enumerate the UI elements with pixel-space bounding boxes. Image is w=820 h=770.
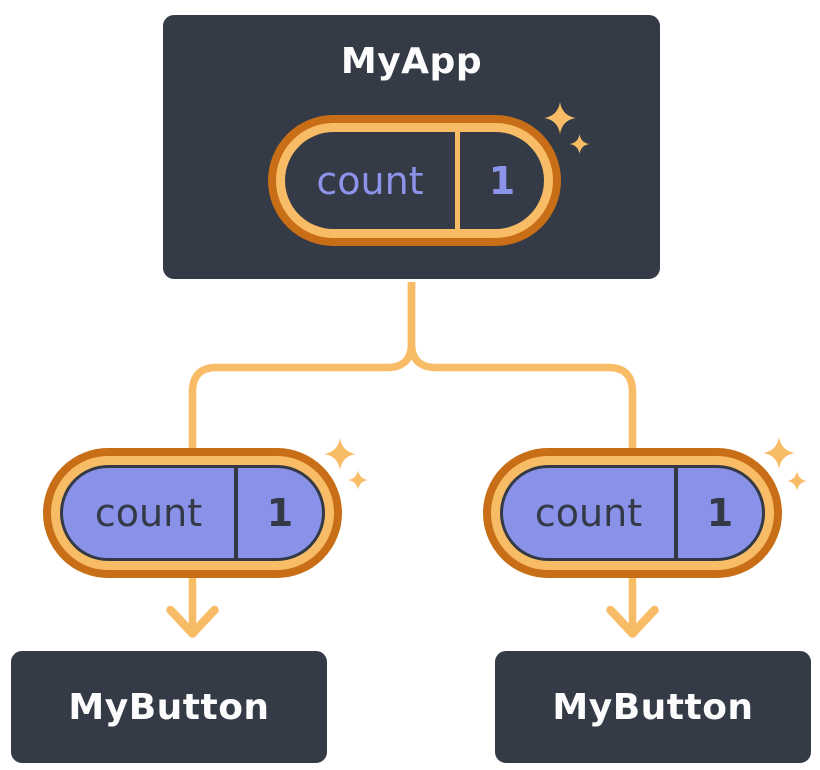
node-myapp: MyApp count 1: [160, 12, 663, 282]
prop-label: count: [94, 491, 203, 535]
prop-pill-left: count 1: [43, 448, 342, 578]
state-value: 1: [488, 158, 516, 203]
node-mybutton-right: MyButton: [492, 648, 814, 766]
sparkle-icon: [787, 471, 807, 491]
arrow-down-icon: [606, 605, 659, 638]
prop-pill-right: count 1: [483, 448, 782, 578]
node-title: MyButton: [68, 686, 270, 728]
prop-value: 1: [706, 491, 734, 535]
pill-divider: [674, 468, 678, 558]
node-mybutton-left: MyButton: [8, 648, 330, 766]
state-label: count: [316, 158, 424, 203]
state-pill-body: count 1: [285, 132, 544, 229]
sparkle-icon: [348, 470, 368, 490]
prop-label: count: [534, 491, 643, 535]
state-pill: count 1: [268, 115, 561, 246]
node-title: MyButton: [552, 686, 754, 728]
prop-value: 1: [266, 491, 294, 535]
sparkle-icon: [763, 437, 795, 469]
node-title: MyApp: [340, 41, 483, 82]
sparkle-icon: [324, 438, 356, 470]
prop-pill-body: count 1: [60, 465, 325, 561]
prop-pill-body: count 1: [500, 465, 765, 561]
pill-divider: [455, 132, 460, 229]
arrow-down-icon: [166, 605, 219, 638]
